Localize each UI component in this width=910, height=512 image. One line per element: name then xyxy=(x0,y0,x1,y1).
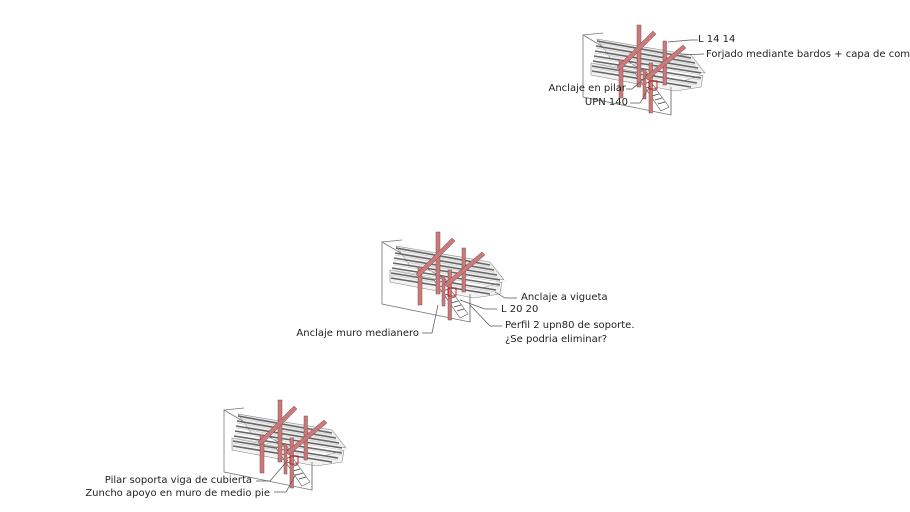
label-upn140: UPN 140 xyxy=(584,97,628,108)
label-forjado: Forjado mediante bardos + capa de compre… xyxy=(706,49,910,60)
label-l20: L 20 20 xyxy=(501,304,539,315)
label-perfil-question: ¿Se podria eliminar? xyxy=(505,334,608,345)
label-anclaje-pilar: Anclaje en pilar xyxy=(548,83,626,94)
model-middle[interactable] xyxy=(381,231,505,323)
label-zuncho: Zuncho apoyo en muro de medio pie xyxy=(85,488,270,499)
leader-lines xyxy=(256,39,705,493)
label-perfil: Perfil 2 upn80 de soporte. xyxy=(505,320,635,331)
label-anclaje-muro: Anclaje muro medianero xyxy=(296,328,419,339)
label-anclaje-vigueta: Anclaje a vigueta xyxy=(521,292,608,303)
label-l14: L 14 14 xyxy=(698,34,736,45)
label-pilar: Pilar soporta viga de cubierta xyxy=(104,475,252,486)
